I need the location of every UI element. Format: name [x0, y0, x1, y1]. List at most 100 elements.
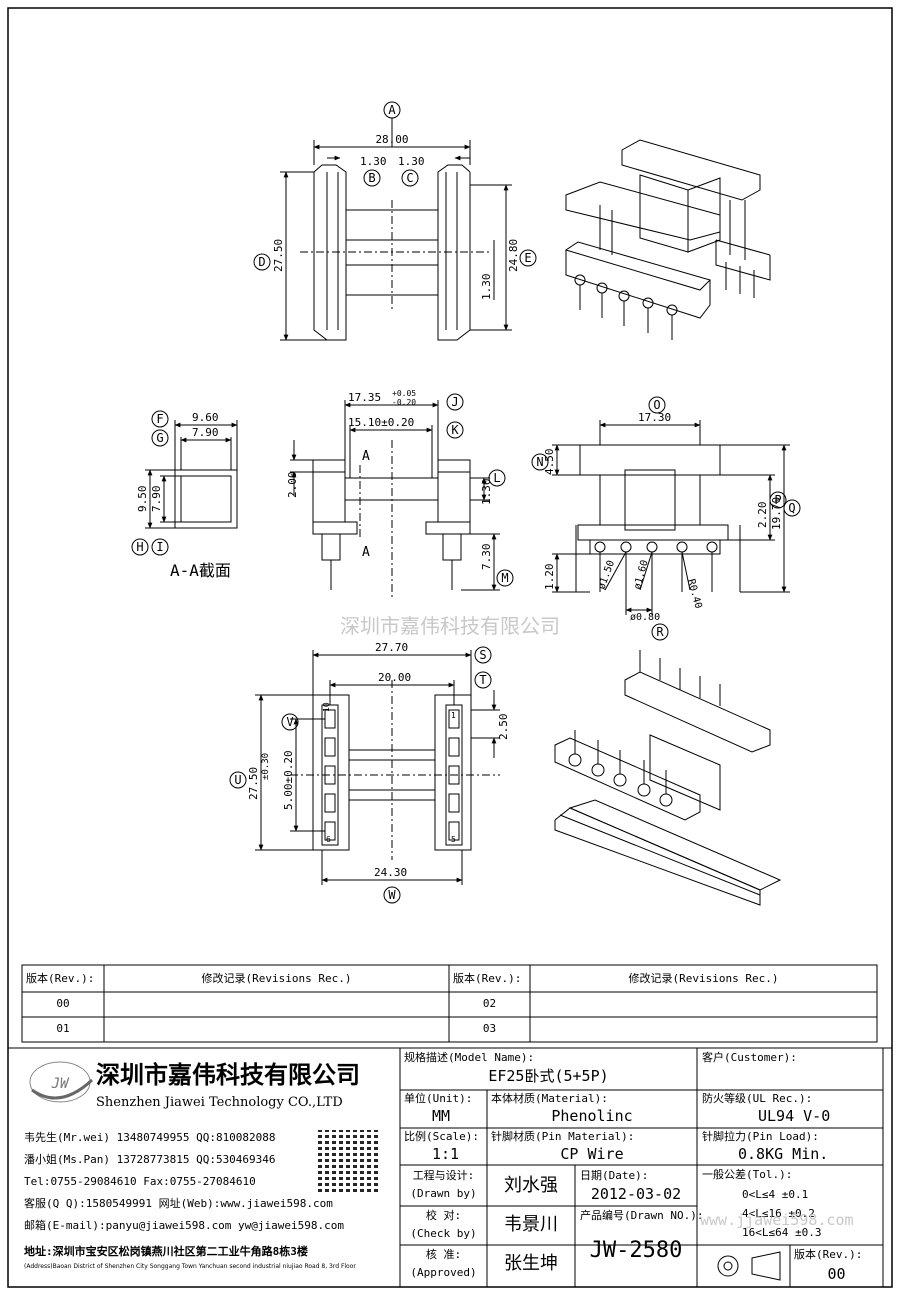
- contact-tel-fax: Tel:0755-29084610 Fax:0755-27084610: [24, 1175, 256, 1188]
- unit-label: 单位(Unit):: [404, 1092, 473, 1105]
- section-a-a: [145, 420, 238, 529]
- dim-7-30: 7.30: [480, 544, 493, 571]
- dim-28: 28.00: [375, 133, 408, 146]
- dim-label-b: B: [368, 171, 375, 185]
- bobbin-end-view: [552, 420, 790, 615]
- dim-17-35-tol-up: +0.05: [392, 389, 416, 398]
- dim-2-50: 2.50: [497, 714, 510, 741]
- title-block-grid: [8, 1047, 892, 1287]
- pin-material-value: CP Wire: [560, 1145, 624, 1163]
- dim-label-w: W: [388, 888, 396, 902]
- dim-phi-0-80: ø0.80: [630, 612, 660, 623]
- dim-1-30-left: 1.30: [360, 155, 387, 168]
- drawn-label-cn: 工程与设计:: [412, 1169, 475, 1182]
- dim-label-f: F: [156, 412, 163, 426]
- company-logo: [29, 1061, 94, 1103]
- section-aa-label: A-A截面: [170, 561, 231, 580]
- rev-header-right: 版本(Rev.):: [453, 972, 522, 985]
- rev-label: 版本(Rev.):: [794, 1248, 863, 1261]
- dim-label-m: M: [501, 571, 508, 585]
- model-label: 规格描述(Model Name):: [404, 1051, 535, 1064]
- approved-label-cn: 核 准:: [425, 1248, 462, 1261]
- approved-label-en: (Approved): [410, 1266, 477, 1279]
- dim-label-j: J: [451, 395, 458, 409]
- drawing-no-label: 产品编号(Drawn NO.):: [580, 1209, 704, 1222]
- section-mark-a-bottom: A: [362, 545, 370, 560]
- contact-email: 邮箱(E-mail):panyu@jiawei598.com yw@jiawei…: [24, 1219, 345, 1232]
- address-en: (Address)Baoan District of Shenzhen City…: [24, 1263, 356, 1270]
- dim-2-00: 2.00: [286, 472, 299, 499]
- dim-19-70: 19.70: [770, 497, 783, 530]
- dim-label-p: P: [774, 493, 781, 507]
- company-name-en: Shenzhen Jiawei Technology CO.,LTD: [96, 1095, 343, 1110]
- dim-label-i: I: [156, 540, 163, 554]
- dim-27-50-top: 27.50: [272, 239, 285, 272]
- pin-material-label: 针脚材质(Pin Material):: [491, 1130, 635, 1143]
- customer-label: 客户(Customer):: [702, 1051, 797, 1064]
- drawing-frame: [7, 7, 893, 1288]
- dim-label-o: O: [653, 398, 660, 412]
- material-value: Phenolinc: [551, 1107, 633, 1125]
- dim-5-00: 5.00±0.20: [282, 750, 295, 810]
- rev-row-01: 01: [56, 1022, 70, 1035]
- watermark-company: 深圳市嘉伟科技有限公司: [340, 614, 560, 638]
- section-mark-a-top: A: [362, 449, 370, 464]
- dim-1-30-side: 1.30: [480, 479, 493, 506]
- dim-7-90-side: 7.90: [150, 486, 163, 513]
- dim-label-c: C: [406, 171, 413, 185]
- dim-label-s: S: [479, 648, 486, 662]
- contact-wei: 韦先生(Mr.wei) 13480749955 QQ:810082088: [24, 1131, 276, 1144]
- dim-label-r: R: [656, 625, 664, 639]
- dim-24-30: 24.30: [374, 866, 407, 879]
- dim-label-h: H: [136, 540, 143, 554]
- pin-load-label: 针脚拉力(Pin Load):: [702, 1130, 819, 1143]
- approved-value: 张生坤: [504, 1253, 558, 1274]
- logo-text: JW: [51, 1076, 70, 1092]
- dim-pm-0-30: ±0.30: [261, 753, 271, 780]
- rec-header-right: 修改记录(Revisions Rec.): [628, 972, 779, 985]
- scale-value: 1:1: [432, 1145, 460, 1163]
- pin-load-value: 0.8KG Min.: [738, 1145, 829, 1163]
- check-value: 韦景川: [504, 1214, 558, 1235]
- ul-value: UL94 V-0: [758, 1107, 831, 1125]
- dim-9-50: 9.50: [136, 486, 149, 513]
- company-name-cn: 深圳市嘉伟科技有限公司: [96, 1061, 360, 1089]
- contact-qq-web: 客服(Q Q):1580549991 网址(Web):www.jiawei598…: [24, 1197, 333, 1210]
- tol-range-3: 16<L≤64 ±0.3: [742, 1226, 822, 1239]
- address-cn: 地址:深圳市宝安区松岗镇燕川社区第二工业牛角路8栋3楼: [24, 1245, 308, 1258]
- dim-label-n: N: [536, 455, 543, 469]
- check-label-en: (Check by): [410, 1227, 477, 1240]
- pin-label-5: 5: [451, 835, 456, 844]
- scale-label: 比例(Scale):: [404, 1130, 479, 1143]
- bobbin-front-view: [280, 118, 512, 341]
- dim-label-u: U: [234, 773, 241, 787]
- bobbin-bottom-view: [255, 650, 500, 885]
- contact-pan: 潘小姐(Ms.Pan) 13728773815 QQ:530469346: [24, 1153, 276, 1166]
- drawing-no-value: JW-2580: [589, 1238, 683, 1263]
- pin-label-1: 1: [451, 711, 456, 720]
- qr-code: [318, 1130, 380, 1192]
- bobbin-isometric-top: [564, 139, 771, 340]
- watermark-url: www.jjawei598.com: [700, 1211, 854, 1229]
- dim-label-l: L: [493, 471, 500, 485]
- projection-circle: [717, 1255, 739, 1277]
- tol-label: 一般公差(Tol.):: [702, 1168, 793, 1181]
- dim-27-70: 27.70: [375, 641, 408, 654]
- dim-7-90-top: 7.90: [192, 426, 219, 439]
- dim-20-00: 20.00: [378, 671, 411, 684]
- bobbin-isometric-bottom: [554, 650, 782, 906]
- dim-17-35: 17.35: [348, 391, 381, 404]
- rev-header-left: 版本(Rev.):: [26, 972, 95, 985]
- dim-15-10: 15.10±0.20: [348, 416, 414, 429]
- revision-table: [21, 964, 878, 1043]
- dim-1-20: 1.20: [543, 564, 556, 591]
- dim-label-k: K: [451, 423, 459, 437]
- pin-label-10: 10: [322, 702, 331, 712]
- pin-label-6: 6: [326, 835, 331, 844]
- material-label: 本体材质(Material):: [491, 1092, 608, 1105]
- dim-label-e: E: [524, 251, 531, 265]
- dim-label-t: T: [479, 673, 486, 687]
- dim-label-q: Q: [788, 501, 795, 515]
- dim-label-g: G: [156, 431, 163, 445]
